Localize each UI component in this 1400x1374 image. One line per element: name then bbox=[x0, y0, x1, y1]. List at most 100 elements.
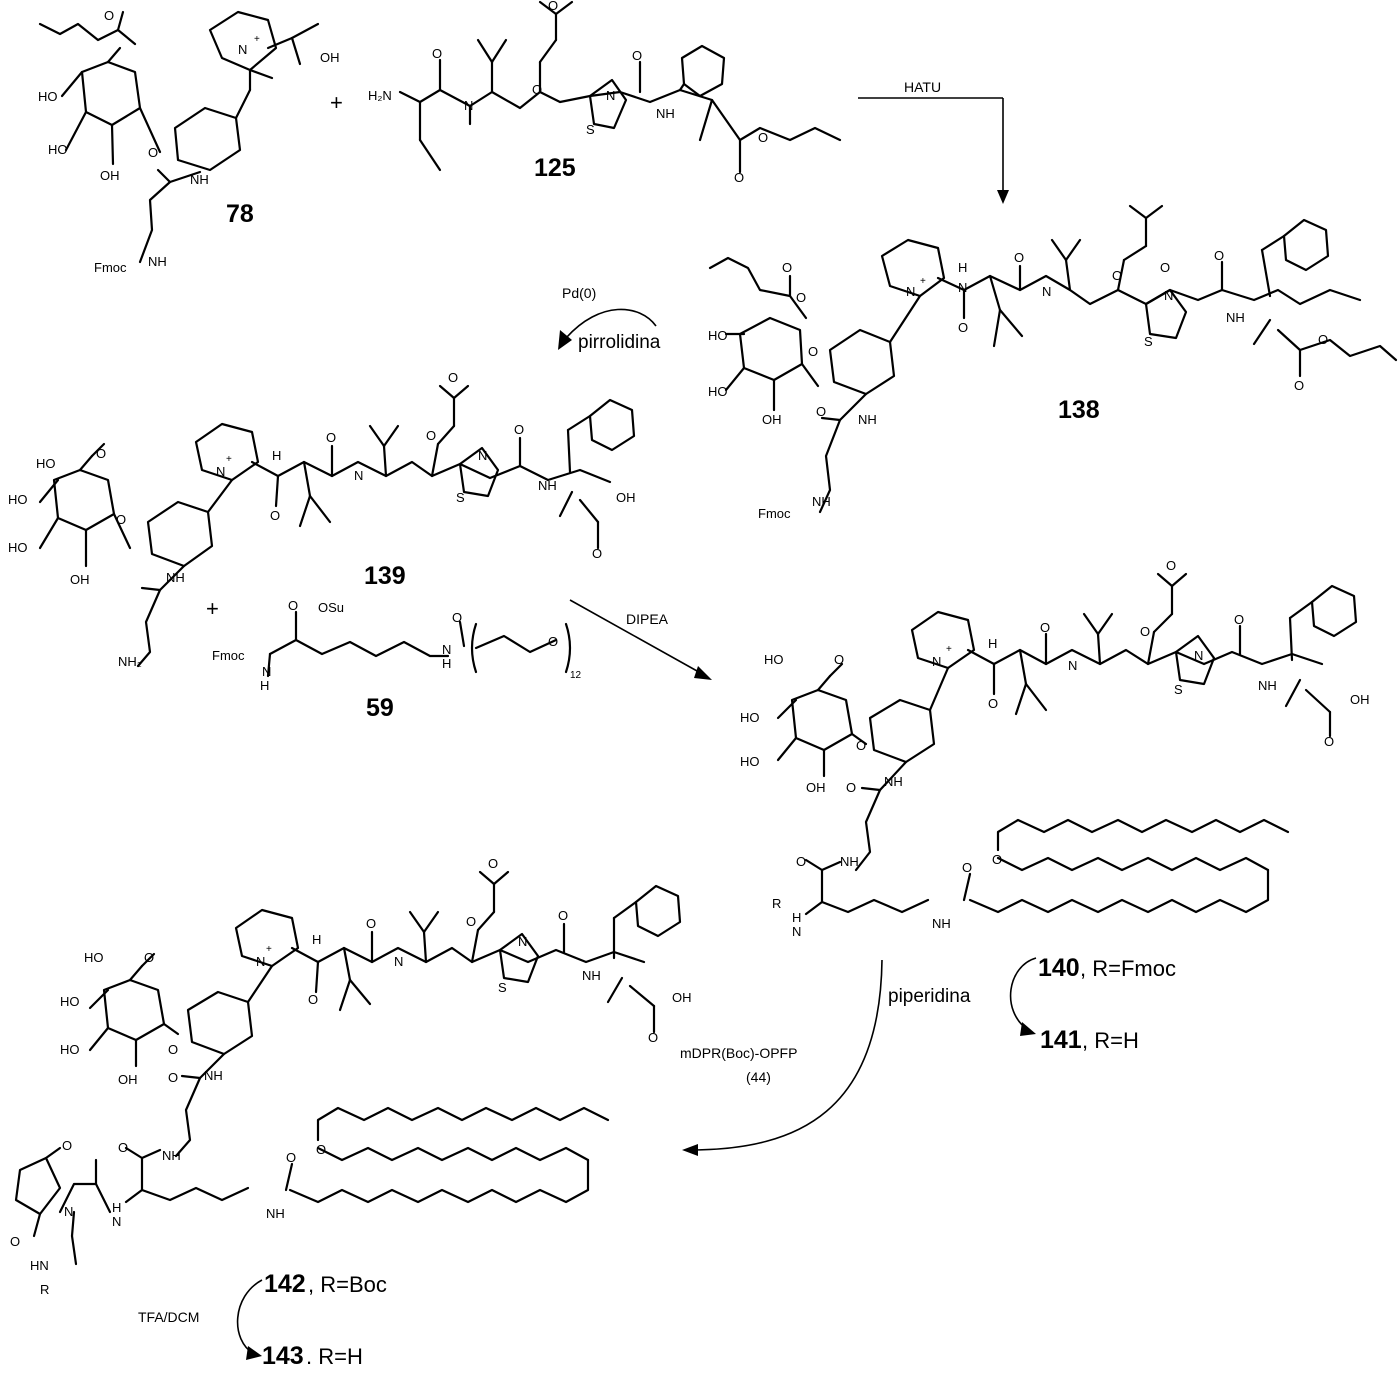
bond-line bbox=[1306, 690, 1330, 712]
reagent-mdpr-44: (44) bbox=[746, 1069, 771, 1085]
reagent-piperidina: piperidina bbox=[888, 986, 971, 1007]
bond-line bbox=[292, 38, 300, 64]
atom-o: O bbox=[116, 512, 126, 527]
atom-o: O bbox=[782, 260, 792, 275]
atom-n: N bbox=[792, 924, 801, 939]
atom-o: O bbox=[1166, 558, 1176, 573]
atom-o: O bbox=[758, 130, 768, 145]
reagent-pirrolidina: pirrolidina bbox=[578, 332, 661, 353]
bond-line bbox=[1098, 614, 1112, 634]
atom-o: O bbox=[104, 8, 114, 23]
atom-nh: NH bbox=[148, 254, 167, 269]
atom-oh: OH bbox=[1350, 692, 1370, 707]
bond-line bbox=[1084, 614, 1098, 634]
bond-line bbox=[560, 492, 572, 516]
atom-o: O bbox=[1112, 268, 1122, 283]
compound-label-59: 59 bbox=[366, 694, 394, 722]
atom-ho: HO bbox=[36, 456, 56, 471]
atom-n: N bbox=[464, 98, 473, 113]
bond-line bbox=[680, 84, 684, 90]
atom-o: O bbox=[558, 908, 568, 923]
atom-o: O bbox=[1324, 734, 1334, 749]
bond-line bbox=[82, 62, 140, 125]
bond-line bbox=[792, 690, 852, 750]
bond-line bbox=[142, 588, 160, 590]
atom-n: N bbox=[1042, 284, 1051, 299]
atom-n: N bbox=[64, 1204, 73, 1219]
bond-line bbox=[930, 668, 948, 710]
atom-ho: HO bbox=[48, 142, 68, 157]
bond-line bbox=[175, 108, 240, 170]
atom-o: O bbox=[308, 992, 318, 1007]
atom-n: N bbox=[442, 642, 451, 657]
atom-nh: NH bbox=[204, 1068, 223, 1083]
atom-ho: HO bbox=[8, 492, 28, 507]
atom-o: O bbox=[1040, 620, 1050, 635]
bond-line bbox=[66, 112, 86, 150]
bond-line bbox=[998, 820, 1288, 850]
atom-o: O bbox=[592, 546, 602, 561]
bond-line bbox=[1290, 602, 1312, 618]
atom-oh: OH bbox=[320, 50, 340, 65]
atom-ho: HO bbox=[708, 384, 728, 399]
atom-h: H bbox=[260, 678, 269, 693]
atom-o: O bbox=[148, 145, 158, 160]
atom-o: O bbox=[808, 344, 818, 359]
bond-line bbox=[998, 858, 1268, 870]
atom-nh: NH bbox=[812, 494, 831, 509]
atom-o: O bbox=[168, 1070, 178, 1085]
atom-o: O bbox=[432, 46, 442, 61]
compound-label-140: 140 bbox=[1038, 954, 1080, 982]
atom-ho: HO bbox=[84, 950, 104, 965]
atom-nh: NH bbox=[932, 916, 951, 931]
bond-line bbox=[72, 1236, 76, 1264]
atom-n: N bbox=[958, 280, 967, 295]
compound-label-141: 141 bbox=[1040, 1026, 1082, 1054]
atom-o: O bbox=[1294, 378, 1304, 393]
bond-line bbox=[250, 70, 272, 78]
compound-125-structure bbox=[400, 2, 840, 172]
bond-line bbox=[118, 12, 123, 30]
bond-line bbox=[1124, 246, 1146, 260]
bond-line bbox=[432, 444, 438, 476]
bond-line bbox=[148, 502, 212, 566]
bond-line bbox=[818, 676, 830, 690]
atom-ho: HO bbox=[708, 328, 728, 343]
reagent-tfa: TFA/DCM bbox=[138, 1309, 199, 1325]
atom-plus-charge: + bbox=[946, 644, 952, 655]
atom-n: N bbox=[238, 42, 247, 57]
atom-r: R bbox=[40, 1282, 49, 1297]
bond-line bbox=[1262, 236, 1284, 250]
bond-line bbox=[46, 1148, 60, 1158]
atom-o: O bbox=[62, 1138, 72, 1153]
atom-s: S bbox=[1144, 334, 1153, 349]
bond-line bbox=[994, 310, 1000, 346]
atom-o: O bbox=[10, 1234, 20, 1249]
bond-line bbox=[862, 788, 880, 790]
bond-line bbox=[870, 700, 934, 762]
bond-line bbox=[80, 456, 92, 470]
atom-ho: HO bbox=[740, 754, 760, 769]
bond-line bbox=[912, 612, 974, 668]
atom-o: O bbox=[1160, 260, 1170, 275]
bond-line bbox=[1172, 574, 1186, 586]
atom-n: N bbox=[262, 664, 271, 679]
atom-oh: OH bbox=[672, 990, 692, 1005]
bond-line bbox=[806, 860, 822, 870]
atom-o: O bbox=[514, 422, 524, 437]
bond-line bbox=[420, 140, 440, 170]
bond-line bbox=[286, 1164, 292, 1190]
bond-line bbox=[580, 500, 598, 522]
atom-o: O bbox=[316, 1142, 326, 1157]
bond-line bbox=[566, 624, 570, 672]
atom-n: N bbox=[256, 954, 265, 969]
atom-nh: NH bbox=[884, 774, 903, 789]
bond-line bbox=[476, 636, 556, 652]
atom-osu: OSu bbox=[318, 600, 344, 615]
atom-n: N bbox=[1164, 288, 1173, 303]
atom-o: O bbox=[1014, 250, 1024, 265]
atom-oh: OH bbox=[100, 168, 120, 183]
bond-line bbox=[350, 980, 370, 1004]
bond-line bbox=[590, 400, 634, 450]
